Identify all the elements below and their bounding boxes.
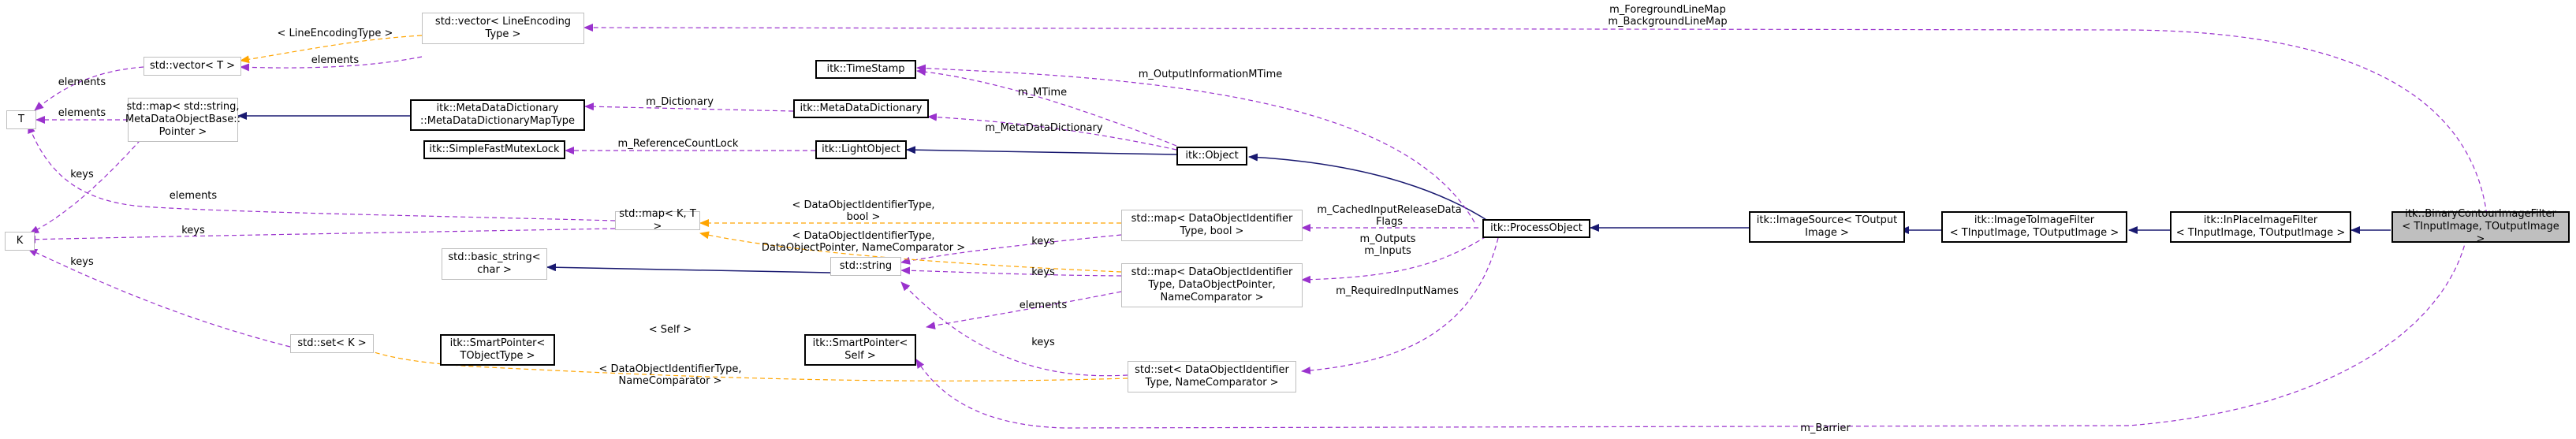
edge-string-to-setId [900, 281, 1128, 377]
node-set-K[interactable]: std::set< K > [290, 334, 374, 353]
node-image-source[interactable]: itk::ImageSource< TOutput Image > [1749, 211, 1905, 243]
edge-smartptr-to-mapPtr [926, 291, 1122, 329]
node-smart-pointer-self[interactable]: itk::SmartPointer< Self > [804, 334, 916, 366]
node-time-stamp[interactable]: itk::TimeStamp [815, 60, 916, 79]
node-K[interactable]: K [5, 232, 35, 251]
node-map-identifier-bool[interactable]: std::map< DataObjectIdentifier Type, boo… [1121, 210, 1303, 241]
node-map-string-metadata[interactable]: std::map< std::string, MetaDataObjectBas… [125, 98, 240, 142]
node-metadata-dictionary-map-type[interactable]: itk::MetaDataDictionary ::MetaDataDictio… [410, 99, 585, 131]
node-light-object[interactable]: itk::LightObject [815, 140, 907, 159]
edge-lightobject-to-object [906, 146, 1177, 155]
node-inplace-image-filter[interactable]: itk::InPlaceImageFilter < TInputImage, T… [2170, 211, 2351, 243]
node-smart-pointer-tobject[interactable]: itk::SmartPointer< TObjectType > [440, 334, 555, 366]
edge-setId-to-processobject [1301, 237, 1499, 375]
edge-tpl-vectorT-vectorLE [240, 35, 423, 64]
node-binary-contour-image-filter[interactable]: itk::BinaryContourImageFilter < TInputIm… [2391, 208, 2570, 245]
node-metadata-dictionary[interactable]: itk::MetaDataDictionary [793, 99, 929, 118]
edge-T-to-mapKT [28, 124, 616, 221]
node-vector-line-encoding[interactable]: std::vector< LineEncoding Type > [422, 13, 584, 44]
node-image-to-image-filter[interactable]: itk::ImageToImageFilter < TInputImage, T… [1941, 211, 2127, 243]
node-std-string[interactable]: std::string [830, 257, 901, 276]
edge-timestamp-to-processobject [916, 64, 1475, 223]
node-T[interactable]: T [6, 110, 36, 129]
edge-K-to-mapString [29, 133, 147, 234]
edge-mapPtr-to-processobject [1301, 236, 1487, 284]
node-set-identifier-comparator-visible[interactable]: std::set< DataObjectIdentifier Type, Nam… [1128, 361, 1296, 392]
edge-string-to-mapPtr [900, 266, 1122, 277]
edge-metaDict-to-object [927, 113, 1177, 151]
node-map-identifier-pointer-comparator[interactable]: std::map< DataObjectIdentifier Type, Dat… [1121, 263, 1303, 307]
node-vector-T[interactable]: std::vector< T > [144, 57, 241, 76]
edge-basicstring-to-string [546, 263, 831, 273]
edge-string-to-mapBool [900, 234, 1122, 265]
edge-vectorLE-to-binary [583, 24, 2488, 223]
edge-smartptr-to-binary [915, 237, 2467, 429]
node-simple-fast-mutex-lock[interactable]: itk::SimpleFastMutexLock [423, 140, 565, 159]
node-object[interactable]: itk::Object [1176, 147, 1247, 166]
node-process-object[interactable]: itk::ProcessObject [1482, 219, 1590, 238]
edge-mapType-to-metaDict [584, 102, 794, 112]
edge-tpl-mapKT-mapPtr [699, 231, 1122, 273]
edge-K-to-mapKT [26, 228, 616, 244]
edge-timestamp-to-object [916, 68, 1177, 147]
edge-tpl-setK-setId [352, 342, 1128, 381]
node-basic-string[interactable]: std::basic_string< char > [442, 248, 547, 280]
node-map-K-T[interactable]: std::map< K, T > [615, 208, 700, 233]
edge-T-to-vectorT [34, 66, 144, 111]
edge-K-to-setK [28, 248, 291, 348]
edge-vectorT-to-vectorLE [240, 56, 423, 72]
